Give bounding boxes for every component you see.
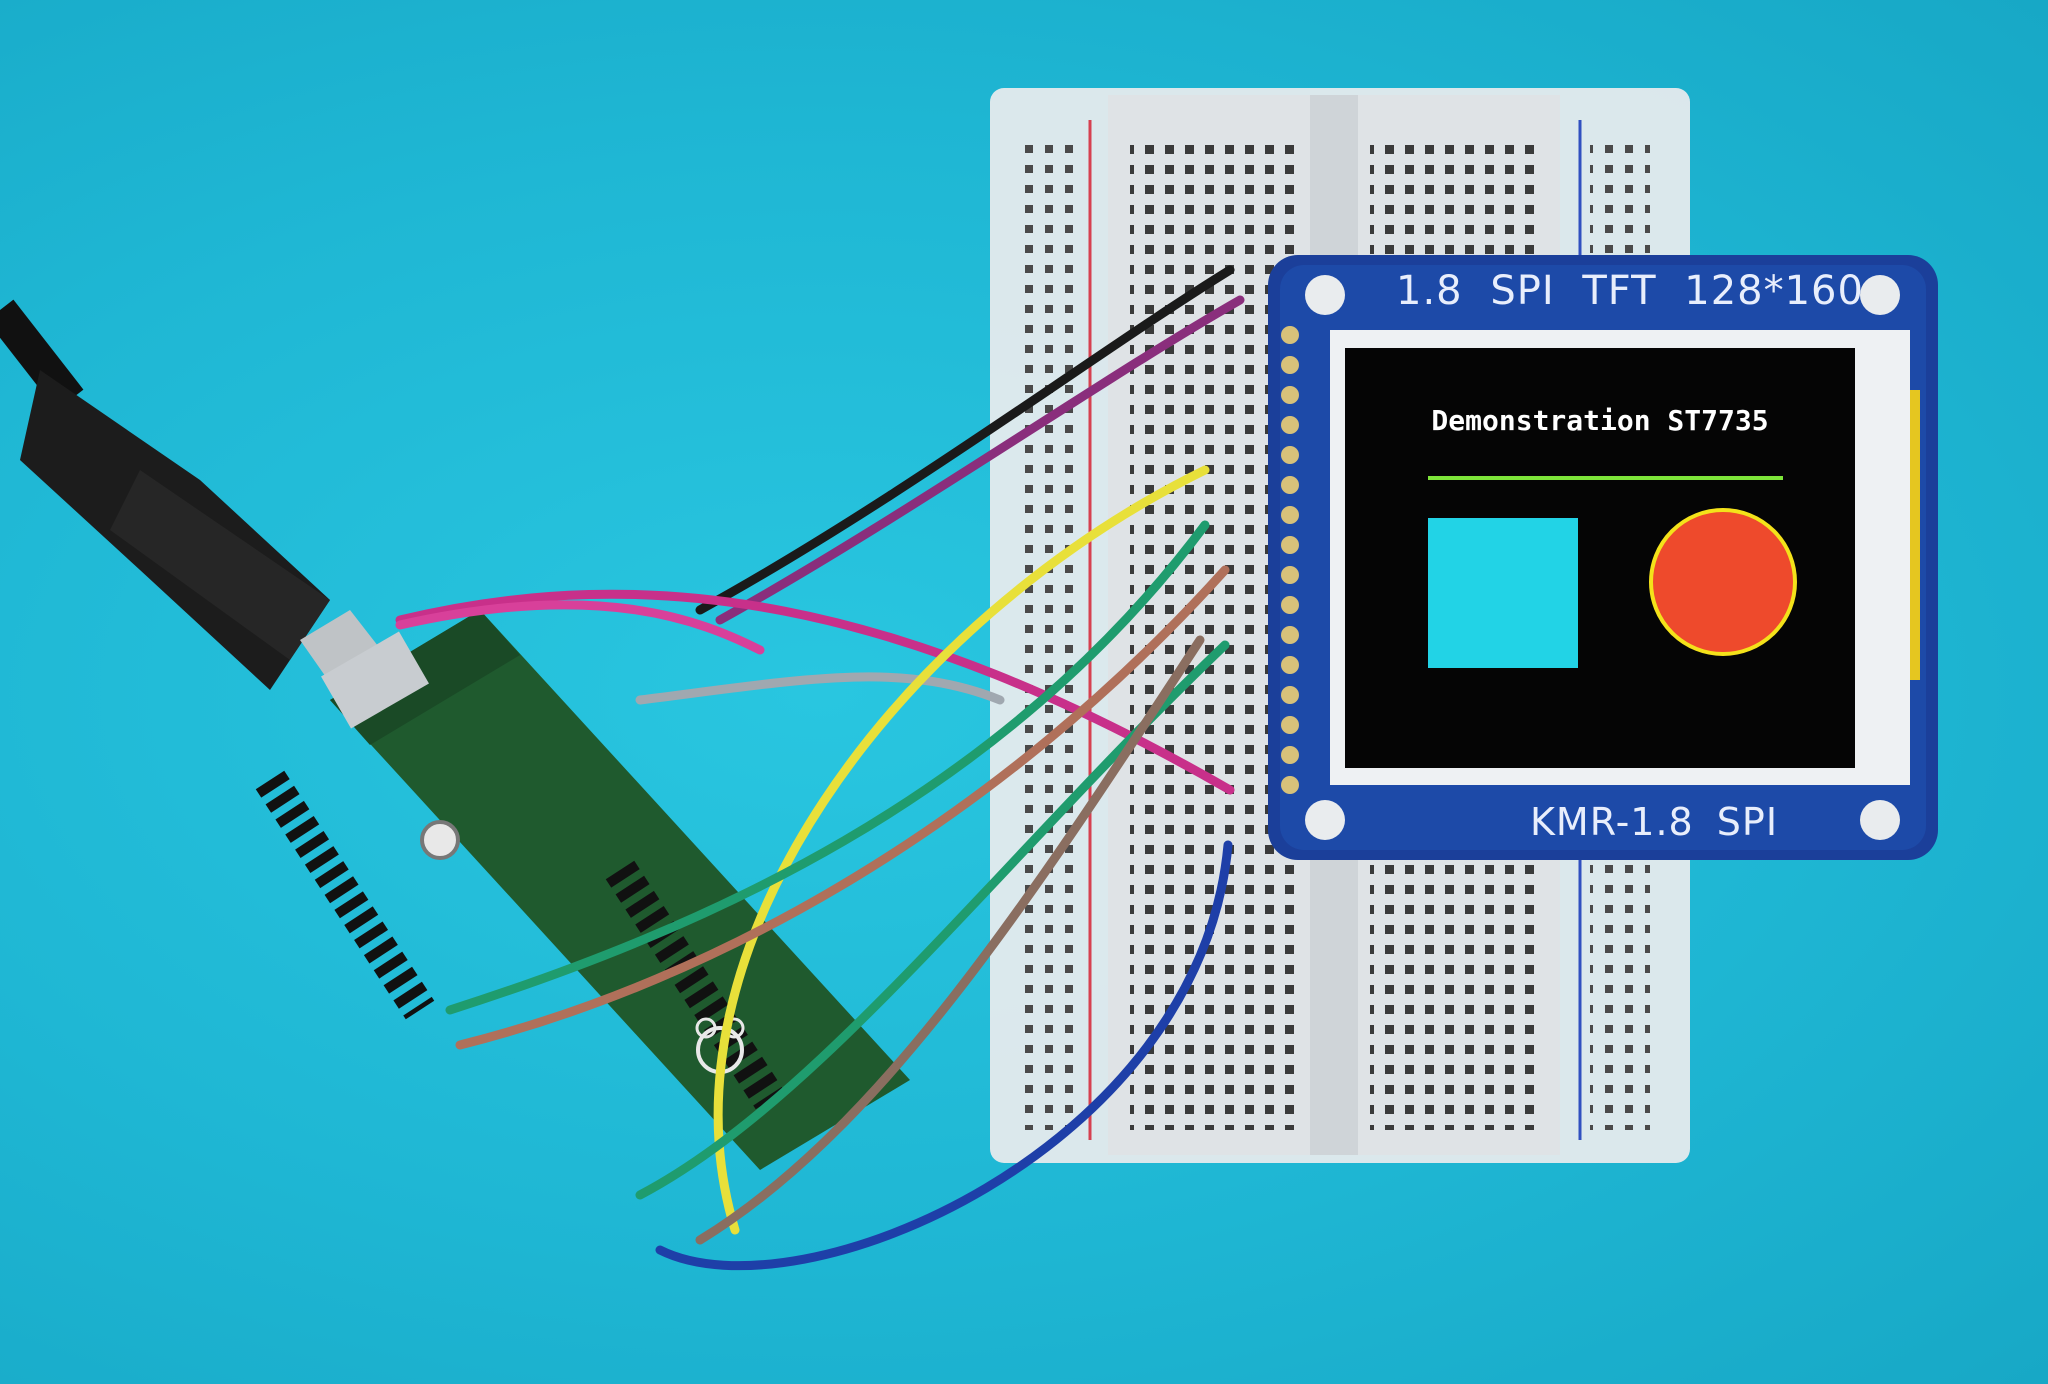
tft-bottom-label: KMR-1.8 SPI [1530,800,1779,844]
tft-top-label: 1.8 SPI TFT 128*160 [1396,268,1864,314]
screen-circle [1649,508,1797,656]
reset-button-icon [420,820,460,860]
screen-square [1428,518,1578,668]
tft-module [1268,255,1938,860]
jumper-wires [395,265,1245,1270]
microcontroller-board [255,610,910,1170]
screen-title: Demonstration ST7735 [1431,404,1769,437]
